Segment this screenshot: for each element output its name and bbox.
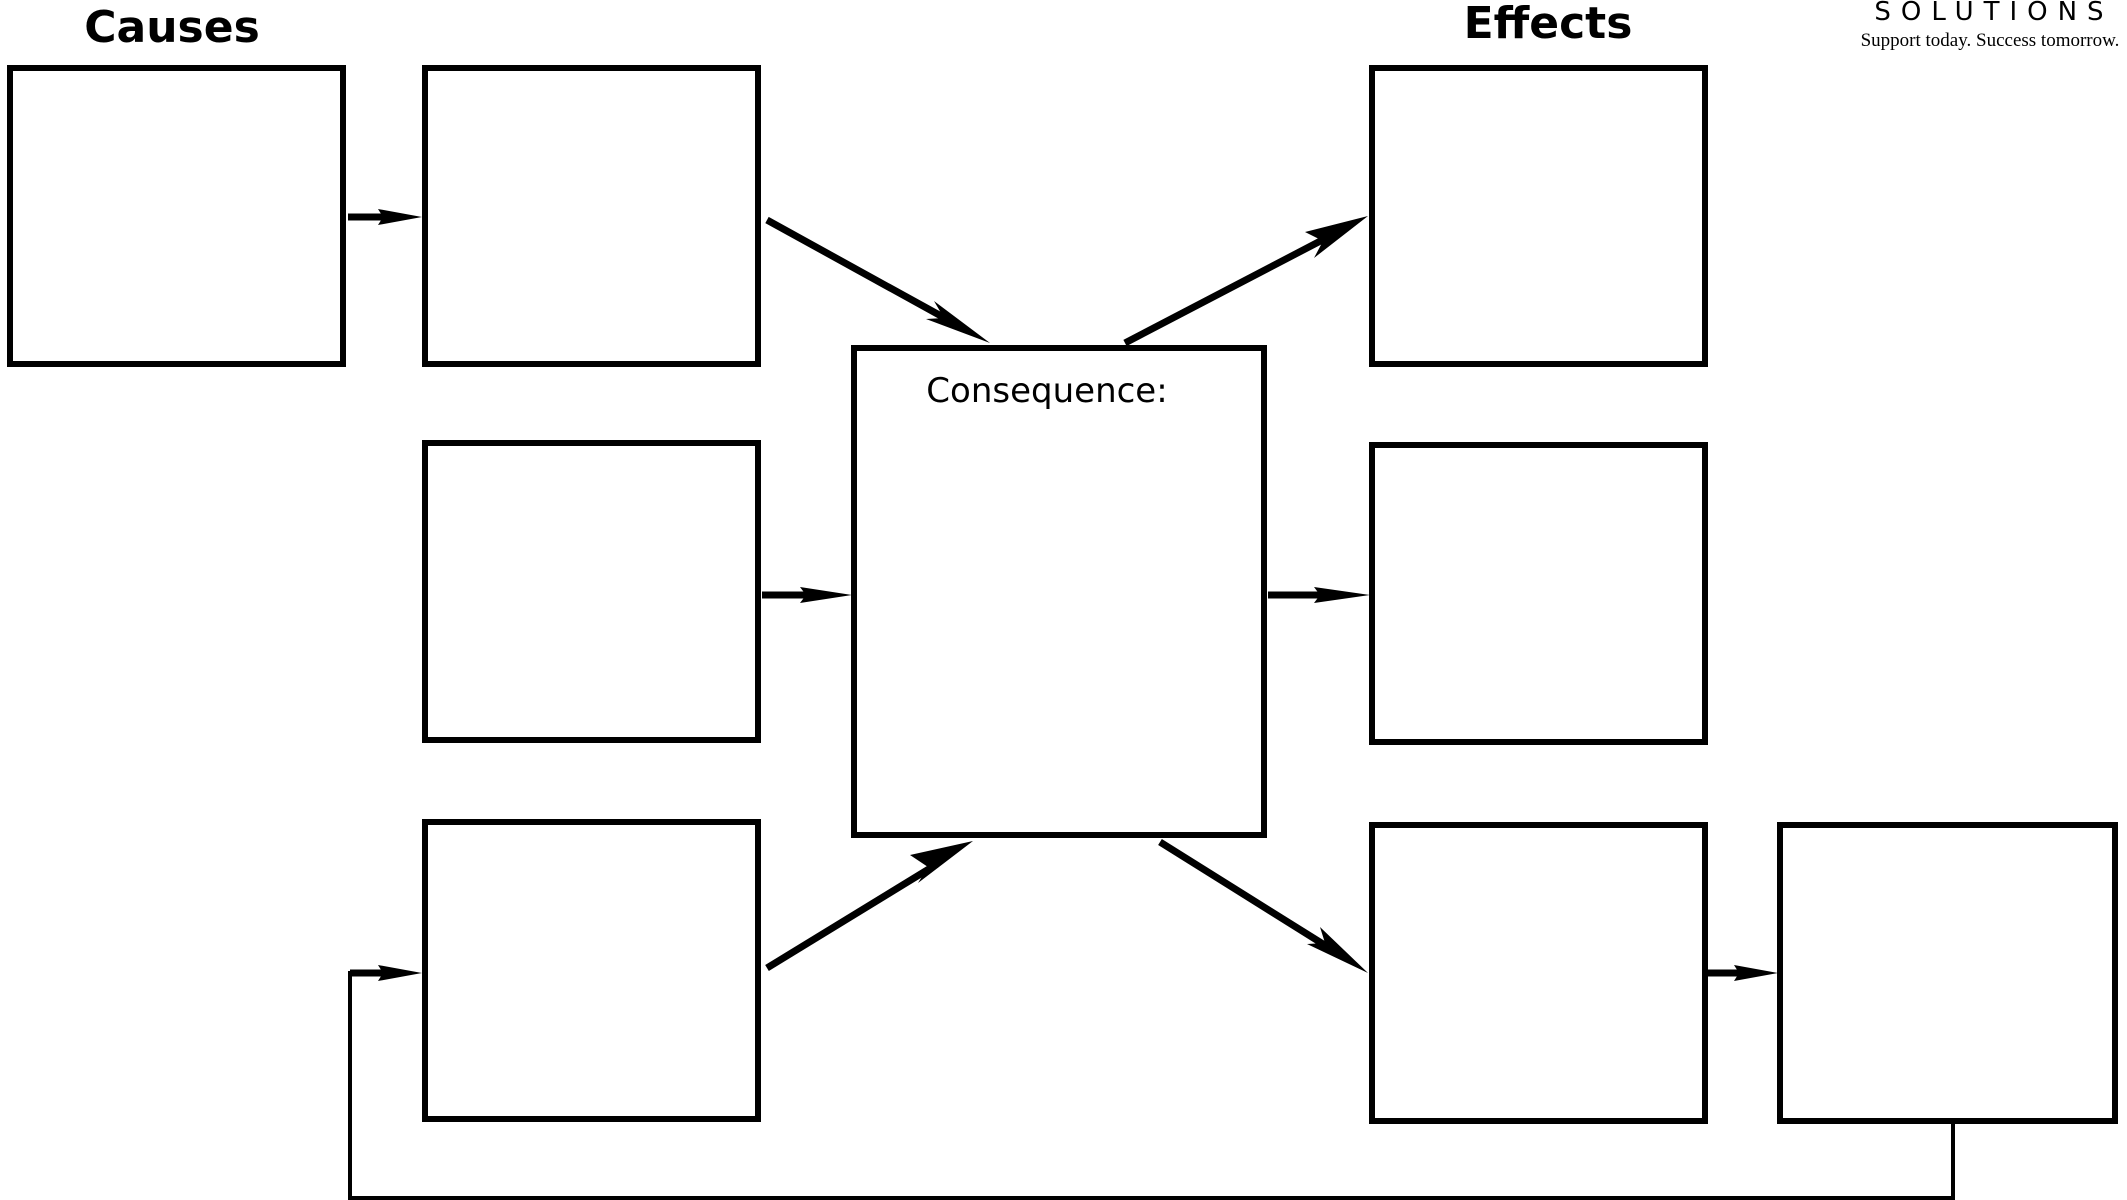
feedback-loop-connector xyxy=(348,965,1955,1200)
connector-cause-root-to-cause-1 xyxy=(348,209,422,225)
connector-consequence-to-effect-3 xyxy=(1158,839,1368,973)
effect-box-3[interactable] xyxy=(1369,822,1708,1124)
connector-consequence-to-effect-2 xyxy=(1268,587,1370,603)
effect-box-4[interactable] xyxy=(1777,822,2118,1124)
consequence-label: Consequence: xyxy=(926,371,1167,411)
connector-cause-3-to-consequence xyxy=(765,841,973,971)
cause-box-2[interactable] xyxy=(422,440,761,743)
cause-box-1[interactable] xyxy=(422,65,761,367)
connector-consequence-to-effect-1 xyxy=(1123,216,1368,347)
cause-box-3[interactable] xyxy=(422,819,761,1122)
effect-box-1[interactable] xyxy=(1369,65,1708,367)
connector-effect-3-to-effect-4 xyxy=(1708,965,1778,981)
brand-name: SOLUTIONS xyxy=(1874,0,2113,27)
consequence-box[interactable] xyxy=(851,345,1267,838)
connector-cause-2-to-consequence xyxy=(762,587,852,603)
connector-cause-1-to-consequence xyxy=(765,216,990,343)
brand-tagline: Support today. Success tomorrow. xyxy=(1861,30,2120,51)
effects-heading: Effects xyxy=(1464,0,1633,49)
cause-root-box[interactable] xyxy=(7,65,346,367)
causes-heading: Causes xyxy=(84,2,260,53)
effect-box-2[interactable] xyxy=(1369,442,1708,745)
